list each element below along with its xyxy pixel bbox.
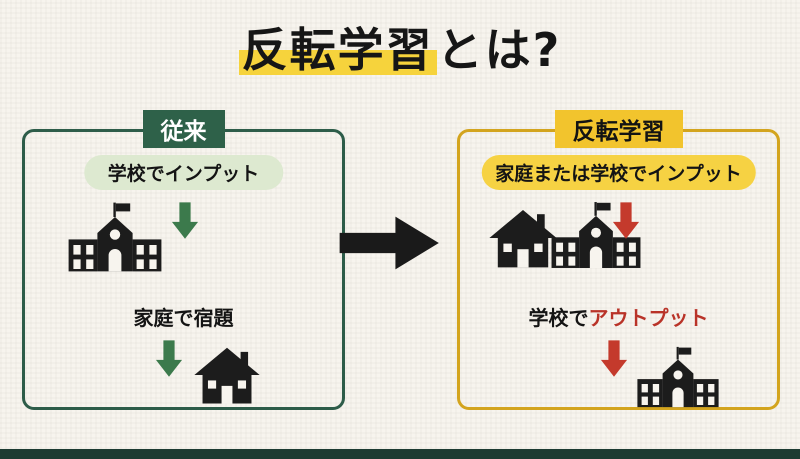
flipped-learning-badge: 反転学習 [554, 110, 683, 148]
school-building-icon [636, 344, 720, 410]
school-building-icon [67, 198, 163, 276]
down-arrow-icon [612, 200, 640, 242]
down-arrow-icon [155, 338, 183, 380]
homework-at-home-label: 家庭で宿題 [133, 306, 234, 330]
house-icon [488, 208, 558, 268]
house-icon [193, 346, 261, 404]
traditional-panel: 従来 学校でインプット 家庭で宿題 [22, 110, 345, 410]
page-title: 反転学習とは? [0, 23, 800, 77]
right-arrow-icon [324, 212, 456, 274]
title-highlighted-text: 反転学習 [238, 23, 437, 77]
down-arrow-icon [171, 200, 199, 242]
down-arrow-icon [600, 338, 628, 380]
flipped-input-pill: 家庭または学校でインプット [481, 155, 756, 190]
output-label-accent: アウトプット [588, 306, 709, 330]
output-at-school-label: 学校でアウトプット [460, 302, 777, 331]
traditional-input-pill: 学校でインプット [83, 155, 284, 190]
title-rest-text: とは? [436, 23, 562, 77]
traditional-badge: 従来 [142, 110, 225, 148]
flipped-learning-panel: 反転学習 家庭または学校でインプット 学校でアウトプット [457, 110, 780, 410]
bottom-bar [0, 449, 800, 459]
output-label-prefix: 学校で [528, 306, 589, 330]
